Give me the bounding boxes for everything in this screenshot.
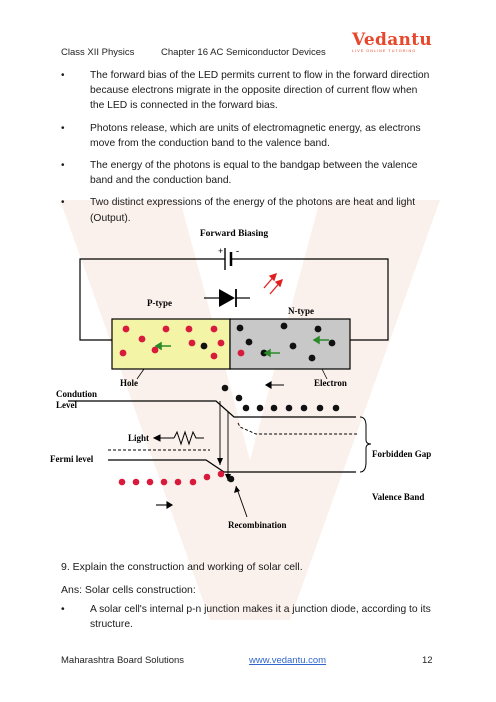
list-item: •Photons release, which are units of ele… <box>61 122 421 149</box>
header-class-label: Class XII Physics <box>61 47 135 58</box>
electron-dot <box>270 404 278 412</box>
transition-arrowhead <box>217 458 223 465</box>
electron-label: Electron <box>314 378 347 388</box>
hole-dot <box>151 346 159 354</box>
logo-text: Vedantu <box>352 30 433 50</box>
dashed-conduction <box>237 422 358 435</box>
electron-dot <box>316 404 324 412</box>
circuit-wire <box>79 258 389 341</box>
hole-dot <box>119 349 127 357</box>
p-type-label: P-type <box>147 298 172 308</box>
electron-dot <box>245 338 253 346</box>
current-arrows <box>154 335 329 358</box>
electron-dot <box>289 342 297 350</box>
hole-dot <box>160 478 168 486</box>
hole-dot <box>132 478 140 486</box>
logo-tagline: LIVE ONLINE TUTORING <box>352 49 417 53</box>
light-emission-icon <box>263 272 284 295</box>
vedantu-logo: Vedantu LIVE ONLINE TUTORING <box>352 30 433 53</box>
footer-left: Maharashtra Board Solutions <box>61 655 185 666</box>
conduction-level-label: Condution <box>56 389 97 399</box>
conduction-level-label-2: Level <box>56 400 77 410</box>
electron-dot <box>332 404 340 412</box>
electron-dot <box>235 394 243 402</box>
hole-dot <box>189 478 197 486</box>
transition-arrowhead <box>225 474 231 481</box>
hole-dot <box>237 349 245 357</box>
electron-dot <box>242 404 250 412</box>
electron-dot <box>280 322 288 330</box>
list-item: •The energy of the photons is equal to t… <box>61 160 418 187</box>
diagram-title: Forward Biasing <box>200 229 269 239</box>
recombination-label: Recombination <box>228 520 287 530</box>
hole-dot <box>118 478 126 486</box>
electron-dot <box>221 384 229 392</box>
list-item: •A solar cell's internal p-n junction ma… <box>61 604 431 631</box>
bullet-list: •The forward bias of the LED permits cur… <box>61 68 432 233</box>
fermi-level-label: Fermi level <box>50 454 94 464</box>
header-chapter-label: Chapter 16 AC Semiconductor Devices <box>161 47 326 58</box>
hole-dot <box>138 335 146 343</box>
electron-dot <box>200 342 208 350</box>
hole-dot <box>203 473 211 481</box>
electron-dot <box>314 325 322 333</box>
bullet-list-2: •A solar cell's internal p-n junction ma… <box>61 602 432 632</box>
electron-flow-arrow <box>264 381 284 389</box>
list-item: •The forward bias of the LED permits cur… <box>61 70 430 112</box>
light-wave-icon <box>152 430 204 446</box>
list-item: •Two distinct expressions of the energy … <box>61 197 416 224</box>
hole-dot <box>185 325 193 333</box>
conduction-band-line <box>68 400 356 418</box>
led-forward-bias-diagram: Forward Biasing + - P-type N-type <box>50 229 431 530</box>
footer-link[interactable]: www.vedantu.com <box>249 655 327 666</box>
battery-minus: - <box>236 246 239 256</box>
bullet-icon: • <box>61 604 65 615</box>
hole-flow-arrow <box>156 501 174 509</box>
question-9: 9. Explain the construction and working … <box>61 561 303 573</box>
n-type-label: N-type <box>288 306 314 316</box>
bullet-icon: • <box>61 160 65 172</box>
bullet-icon: • <box>61 122 65 134</box>
battery-icon <box>224 248 233 270</box>
watermark-logo <box>60 200 440 620</box>
holes-group <box>119 325 225 360</box>
hole-dot <box>122 325 130 333</box>
hole-dot <box>146 478 154 486</box>
forbidden-gap-brace <box>359 416 372 473</box>
bullet-icon: • <box>61 70 65 81</box>
electron-dot <box>227 475 235 483</box>
hole-dot <box>162 325 170 333</box>
electron-dot <box>328 339 336 347</box>
electron-dot <box>308 354 316 362</box>
diode-icon <box>204 289 250 307</box>
forbidden-gap-label: Forbidden Gap <box>372 449 431 459</box>
battery-plus: + <box>218 246 223 256</box>
valence-band-label: Valence Band <box>372 492 424 502</box>
electron-dot <box>256 404 264 412</box>
hole-dot <box>217 339 225 347</box>
electron-dot <box>236 324 244 332</box>
electron-dot <box>285 404 293 412</box>
hole-dot <box>174 478 182 486</box>
hole-dot <box>210 352 218 360</box>
light-label: Light <box>128 433 149 443</box>
hole-label: Hole <box>120 378 138 388</box>
valence-band-line <box>108 459 356 473</box>
footer-page-number: 12 <box>422 655 433 666</box>
p-type-region <box>111 318 231 370</box>
hole-dot <box>188 339 196 347</box>
electron-dot <box>300 404 308 412</box>
valence-holes <box>118 470 225 486</box>
electrons-group <box>236 322 336 362</box>
answer-label: Ans: Solar cells construction: <box>61 584 196 596</box>
bullet-icon: • <box>61 197 65 209</box>
conduction-electrons <box>221 384 340 483</box>
hole-dot <box>210 325 218 333</box>
hole-dot <box>217 470 225 478</box>
